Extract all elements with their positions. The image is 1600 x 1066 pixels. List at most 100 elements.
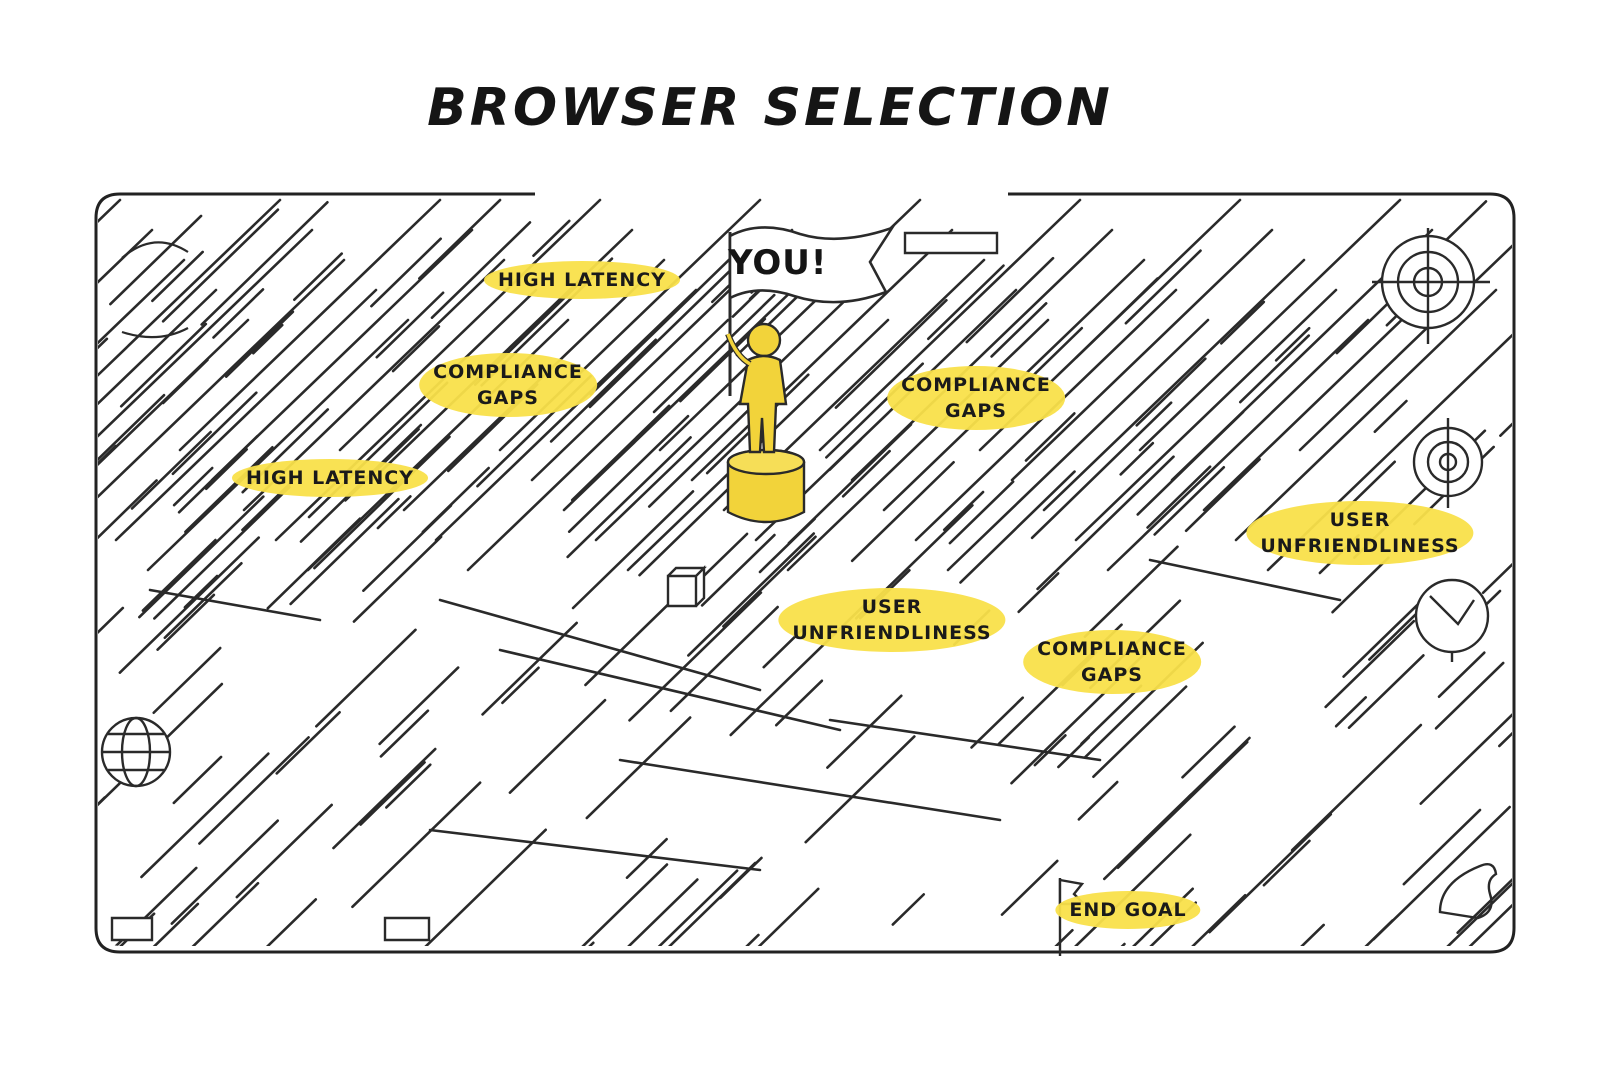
maze-wall	[391, 325, 441, 373]
maze-wall	[1000, 859, 1059, 916]
maze-wall	[1017, 572, 1060, 614]
maze-wall	[198, 736, 310, 845]
maze-wall	[532, 219, 571, 257]
maze-wall	[1234, 288, 1498, 542]
maze-wall	[378, 666, 460, 746]
maze-wall	[352, 535, 443, 623]
maze-wall	[1274, 326, 1311, 362]
maze-wall	[618, 758, 1002, 822]
maze-wall	[385, 763, 432, 809]
maze-wall	[172, 466, 214, 507]
maze-wall	[1373, 399, 1408, 434]
maze-wall	[438, 598, 762, 692]
maze-wall	[119, 322, 208, 408]
maze-wall	[98, 479, 158, 563]
maze-wall	[12, 775, 93, 854]
maze-wall	[146, 318, 410, 572]
obstacle-label-high-latency-2: HIGH LATENCY	[232, 459, 428, 497]
maze-wall	[1435, 843, 1512, 946]
maze-wall	[1057, 736, 1091, 769]
maze-wall	[469, 941, 595, 946]
maze-wall	[567, 414, 690, 533]
maze-wall	[1498, 699, 1512, 748]
maze-wall	[98, 258, 346, 512]
maze-wall	[786, 318, 1050, 572]
maze-wall	[428, 828, 762, 872]
maze-wall	[98, 393, 166, 481]
maze-wall	[1033, 734, 1067, 767]
maze-wall	[1153, 465, 1226, 536]
maze-wall	[501, 666, 540, 705]
maze-wall	[184, 445, 274, 534]
maze-wall	[1116, 740, 1249, 870]
maze-wall	[687, 532, 816, 657]
maze-wall	[0, 944, 86, 1042]
maze-wall	[1146, 465, 1212, 529]
maze-wall	[45, 671, 85, 710]
maze-wall	[588, 266, 735, 409]
maze-wall	[1042, 258, 1306, 512]
maze-wall	[1181, 725, 1236, 779]
maze-wall	[804, 735, 916, 844]
maze-wall	[434, 288, 698, 542]
maze-wall	[828, 718, 1102, 762]
maze-wall	[314, 628, 417, 728]
maze-wall	[818, 198, 1082, 452]
maze-wall	[1434, 661, 1505, 730]
figure-icon	[725, 225, 896, 524]
flag-text: YOU!	[728, 243, 828, 283]
maze-wall	[594, 288, 858, 542]
globe-icon	[100, 716, 172, 788]
maze-wall	[1184, 457, 1261, 533]
maze-wall	[719, 856, 763, 900]
maze-wall	[774, 679, 824, 727]
maze-wall	[1010, 228, 1274, 482]
maze-wall	[379, 709, 430, 758]
maze-wall	[359, 761, 426, 826]
maze-wall	[161, 208, 280, 323]
maze-wall	[1080, 684, 1143, 746]
maze-wall	[0, 570, 80, 649]
maze-wall	[375, 291, 445, 359]
maze-wall	[114, 288, 378, 542]
maze-wall	[98, 606, 125, 669]
maze-wall	[1135, 357, 1207, 427]
maze-wall	[553, 863, 669, 946]
maze-wall	[1262, 839, 1311, 887]
maze-wall	[1028, 326, 1084, 380]
maze-wall	[140, 902, 200, 946]
maze-wall	[1106, 318, 1370, 572]
maze-wall	[850, 460, 955, 563]
maze-wall	[156, 593, 216, 651]
maze-wall	[289, 497, 400, 606]
maze-wall	[990, 302, 1048, 358]
maze-wall	[98, 866, 198, 946]
maze-wall	[1456, 877, 1512, 934]
maze-wall	[1152, 893, 1247, 946]
maze-wall	[376, 495, 412, 530]
maze-frame	[94, 192, 1516, 954]
maze-wall	[313, 435, 451, 570]
maze-wall	[700, 533, 776, 607]
maze-wall	[235, 803, 333, 899]
maze-wall	[1092, 685, 1188, 779]
maze-wall	[98, 198, 282, 452]
maze-wall	[1077, 780, 1119, 821]
maze-wall	[1138, 198, 1402, 452]
maze-wall	[826, 694, 903, 769]
maze-wall	[130, 430, 212, 510]
maze-wall	[293, 252, 344, 301]
maze-wall	[98, 228, 154, 482]
maze-wall	[98, 258, 186, 512]
maze-wall	[1238, 334, 1311, 404]
maze-wall	[171, 391, 258, 476]
maze-wall	[1347, 654, 1425, 729]
maze-wall	[722, 535, 817, 628]
maze-wall	[274, 288, 538, 542]
maze-wall	[466, 318, 730, 572]
maze-wall	[98, 198, 122, 452]
